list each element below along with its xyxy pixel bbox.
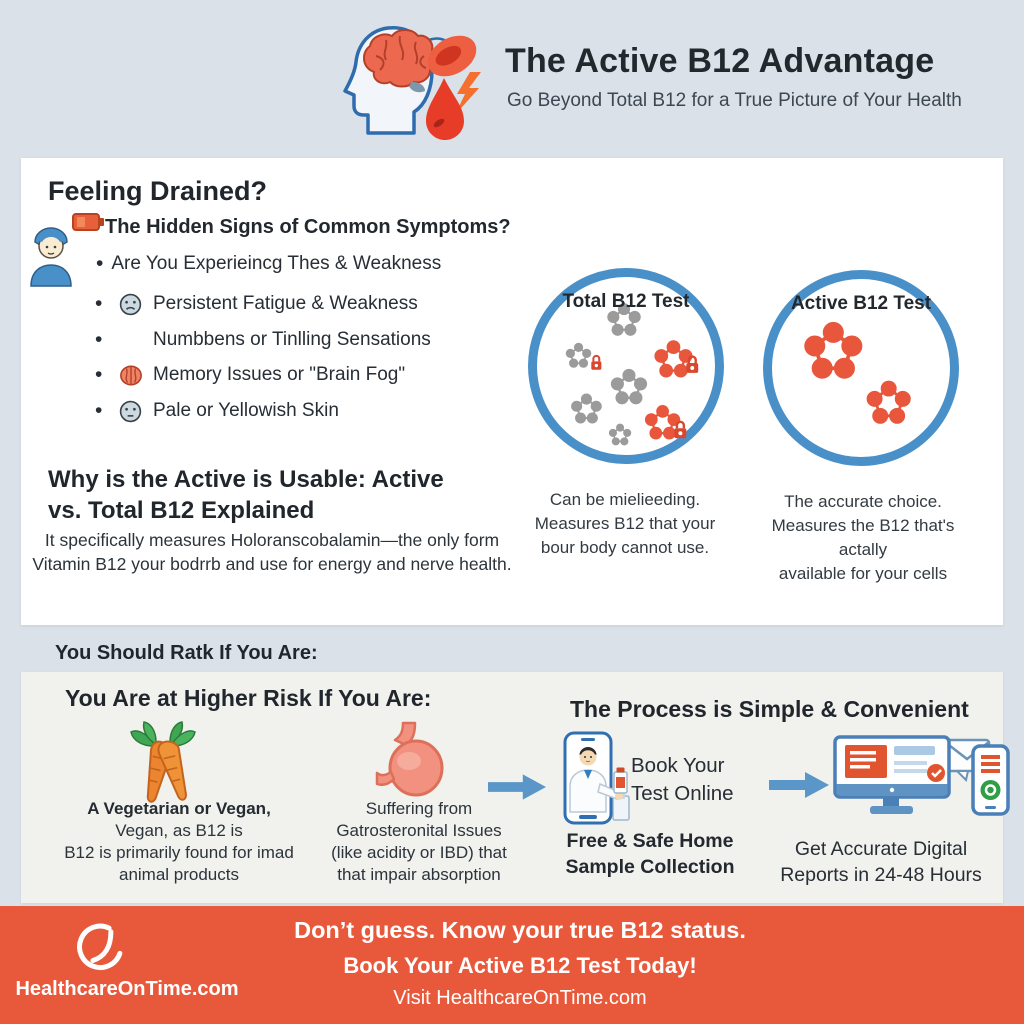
sad-face-icon	[119, 293, 142, 315]
footer-brand-text: HealthcareOnTime.com	[15, 978, 239, 1000]
symptom-item: • Pale or Yellowish Skin	[95, 398, 339, 424]
explainer-body: It specifically measures Holoranscobalam…	[32, 530, 512, 574]
sample-collection-caption: Free & Safe Home Sample Collection	[565, 830, 735, 878]
symptom-item: • Memory Issues or "Brain Fog"	[95, 362, 405, 388]
footer-cta-line1: Don’t guess. Know your true B12 status.	[294, 917, 746, 943]
total-b12-caption: Can be mielieeding. Measures B12 that yo…	[534, 490, 716, 557]
risk-process-card: You Are at Higher Risk If You Are: The P…	[21, 672, 1010, 903]
bullet: •	[95, 292, 103, 315]
brain-blood-header-icon	[343, 26, 481, 140]
bullet: •	[95, 328, 103, 351]
symptom-item: • Persistent Fatigue & Weakness	[95, 291, 418, 317]
risk-item-vegetarian: A Vegetarian or Vegan, Vegan, as B12 is …	[33, 798, 325, 886]
brain-icon	[120, 364, 142, 386]
symptom-text: Numbbens or Tinlling Sensations	[153, 329, 431, 350]
stomach-icon	[375, 721, 444, 797]
bullet: •	[95, 399, 103, 422]
risk-item-body: Vegan, as B12 is B12 is primarily found …	[64, 821, 294, 884]
tired-person-battery-icon	[30, 213, 104, 287]
symptoms-intro-item: • Are You Experieincg Thes & Weakness	[96, 252, 441, 276]
telehealth-phone-doctor-icon	[563, 731, 630, 825]
symptoms-comparison-card: Feeling Drained? The Hidden Signs of Com…	[21, 158, 1003, 625]
arrow-right-icon	[488, 774, 546, 800]
active-b12-label: Active B12 Test	[790, 293, 932, 314]
symptoms-heading: Feeling Drained?	[48, 176, 268, 206]
book-test-label: Book Your Test Online	[631, 754, 734, 805]
symptoms-subheading: The Hidden Signs of Common Symptoms?	[105, 216, 511, 238]
page-subtitle: Go Beyond Total B12 for a True Picture o…	[507, 90, 962, 111]
arrow-right-icon	[769, 772, 829, 798]
footer-cta-line2: Book Your Active B12 Test Today!	[343, 953, 697, 978]
pale-face-icon	[119, 400, 142, 422]
bullet: •	[96, 252, 104, 275]
active-b12-circle: Active B12 Test	[763, 270, 959, 466]
footer-cta-line3: Visit HealthcareOnTime.com	[393, 987, 647, 1009]
symptom-text: Persistent Fatigue & Weakness	[153, 293, 418, 314]
footer-cta-block: Don’t guess. Know your true B12 status. …	[240, 917, 800, 1010]
explainer-heading: Why is the Active is Usable: Active vs. …	[48, 466, 444, 524]
risk-item-gastro: Suffering from Gatrosteronital Issues (l…	[331, 799, 507, 884]
symptom-item: • Numbbens or Tinlling Sensations	[95, 327, 431, 353]
symptom-text: Memory Issues or "Brain Fog"	[153, 364, 406, 385]
total-b12-label: Total B12 Test	[562, 291, 690, 312]
healthcareontime-logo	[77, 923, 123, 970]
symptom-text: Pale or Yellowish Skin	[153, 400, 339, 421]
brain-shape	[363, 29, 438, 88]
bullet: •	[95, 363, 103, 386]
total-b12-circle: Total B12 Test	[528, 268, 724, 464]
blood-cell	[427, 35, 477, 77]
footer-bar: HealthcareOnTime.com Don’t guess. Know y…	[0, 906, 1024, 1024]
risk-heading: You Are at Higher Risk If You Are:	[65, 685, 432, 711]
symptoms-intro-text: Are You Experieincg Thes & Weakness	[111, 253, 442, 274]
digital-report-devices-icon	[833, 735, 1010, 816]
lightning-icon	[455, 72, 481, 115]
page-title: The Active B12 Advantage	[505, 42, 935, 80]
risk-item-title: A Vegetarian or Vegan,	[87, 799, 271, 818]
active-b12-caption: The accurate choice. Measures the B12 th…	[771, 492, 955, 583]
carrots-icon	[130, 721, 196, 803]
process-heading: The Process is Simple & Convenient	[570, 696, 969, 722]
digital-reports-caption: Get Accurate Digital Reports in 24-48 Ho…	[780, 838, 982, 886]
risk-banner-text: You Should Ratk If You Are:	[55, 642, 318, 664]
